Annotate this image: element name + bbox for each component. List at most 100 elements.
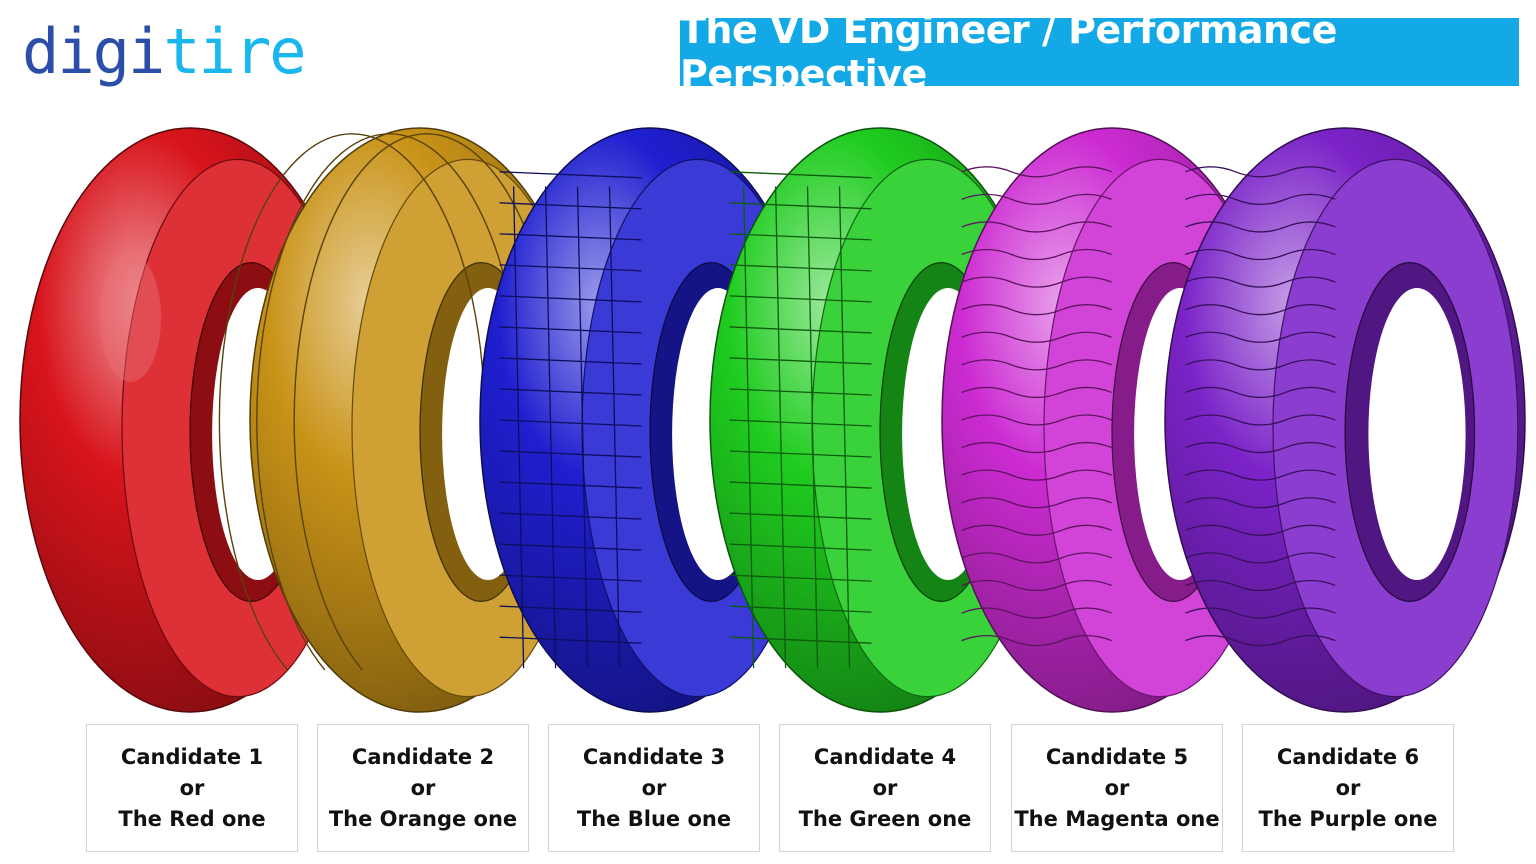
tread-sipe bbox=[729, 481, 872, 489]
logo-text-digi: digi bbox=[22, 15, 165, 88]
tread-wave bbox=[961, 331, 1112, 343]
candidate-card-2: Candidate 2 or The Orange one bbox=[317, 724, 529, 852]
candidate-card-1: Candidate 1 or The Red one bbox=[86, 724, 298, 852]
tread-wave bbox=[961, 552, 1112, 564]
tread-wave bbox=[961, 248, 1112, 261]
tread-sipe bbox=[499, 357, 642, 365]
tread-wave bbox=[961, 221, 1112, 233]
tread-sipe bbox=[499, 295, 642, 303]
candidate-labels: Candidate 1 or The Red one Candidate 2 o… bbox=[0, 724, 1536, 856]
tread-wave bbox=[961, 193, 1112, 206]
tread-sipe bbox=[729, 171, 872, 179]
tread-wave bbox=[1185, 634, 1336, 647]
candidate-4-name: The Green one bbox=[798, 806, 972, 831]
tread-sipe bbox=[729, 388, 872, 396]
tread-sipe bbox=[499, 388, 642, 396]
tread-sipe bbox=[729, 295, 872, 303]
candidate-2-title: Candidate 2 bbox=[351, 744, 495, 769]
tread-wave bbox=[1185, 441, 1336, 454]
candidate-5-name: The Magenta one bbox=[1014, 806, 1220, 831]
tread-wave bbox=[961, 524, 1112, 536]
tread-groove bbox=[256, 133, 523, 707]
tread-rib bbox=[544, 186, 557, 669]
tire-6 bbox=[1164, 127, 1526, 713]
tread-wave bbox=[961, 276, 1112, 288]
tread-sipe bbox=[729, 264, 872, 272]
tread-wave bbox=[961, 304, 1112, 316]
candidate-1-name: The Red one bbox=[118, 806, 266, 831]
tread-sipe bbox=[499, 171, 642, 179]
tread-rib bbox=[576, 186, 589, 669]
tread-sipe bbox=[499, 419, 642, 427]
tread-wave bbox=[961, 497, 1112, 509]
tread-rib bbox=[608, 186, 621, 669]
tread-wave bbox=[1185, 552, 1336, 564]
candidate-3-title: Candidate 3 bbox=[582, 744, 726, 769]
tire-opening bbox=[1368, 288, 1466, 580]
tire-highlight bbox=[99, 253, 162, 383]
tread-sipe bbox=[729, 450, 872, 458]
tread-rib bbox=[774, 186, 787, 669]
tread-sipe bbox=[729, 419, 872, 427]
tread-sipe bbox=[729, 512, 872, 520]
tread-wave bbox=[1185, 166, 1336, 178]
tread-wave bbox=[961, 634, 1112, 647]
tread-wave bbox=[1185, 524, 1336, 536]
candidate-1-title: Candidate 1 bbox=[120, 744, 264, 769]
tread-wave bbox=[1185, 276, 1336, 288]
tread-wave bbox=[961, 441, 1112, 454]
logo-text-tire: tire bbox=[163, 15, 306, 88]
candidate-card-3: Candidate 3 or The Blue one bbox=[548, 724, 760, 852]
tread-wave bbox=[1185, 304, 1336, 316]
candidate-5-or: or bbox=[1104, 775, 1130, 800]
tread-sipe bbox=[499, 326, 642, 334]
tread-wave bbox=[961, 166, 1112, 178]
tread-wave bbox=[961, 469, 1112, 481]
tire-illustration bbox=[19, 127, 1526, 713]
candidate-6-title: Candidate 6 bbox=[1276, 744, 1420, 769]
tread-sipe bbox=[499, 512, 642, 520]
tread-groove bbox=[218, 133, 486, 707]
candidate-2-or: or bbox=[410, 775, 436, 800]
tread-wave bbox=[961, 579, 1112, 592]
tread-wave bbox=[1185, 359, 1336, 371]
candidate-4-or: or bbox=[872, 775, 898, 800]
candidate-6-name: The Purple one bbox=[1258, 806, 1438, 831]
candidate-6-or: or bbox=[1335, 775, 1361, 800]
tread-sipe bbox=[729, 357, 872, 365]
tread-wave bbox=[1185, 386, 1336, 399]
tread-sipe bbox=[499, 450, 642, 458]
tread-wave bbox=[1185, 469, 1336, 481]
page-title: The VD Engineer / Performance Perspectiv… bbox=[680, 8, 1519, 96]
candidate-card-4: Candidate 4 or The Green one bbox=[779, 724, 991, 852]
candidate-4-title: Candidate 4 bbox=[813, 744, 957, 769]
candidate-5-title: Candidate 5 bbox=[1045, 744, 1189, 769]
digitire-logo: digitire bbox=[22, 15, 307, 88]
tread-wave bbox=[1185, 607, 1336, 619]
tread-wave bbox=[961, 386, 1112, 399]
tread-wave bbox=[961, 607, 1112, 619]
candidate-card-5: Candidate 5 or The Magenta one bbox=[1011, 724, 1223, 852]
tread-sipe bbox=[499, 233, 642, 241]
tread-wave bbox=[1185, 497, 1336, 509]
tread-wave bbox=[1185, 331, 1336, 343]
tread-wave bbox=[1185, 414, 1336, 426]
tread-wave bbox=[961, 359, 1112, 371]
tread-sipe bbox=[499, 202, 642, 210]
tread-rib bbox=[838, 186, 851, 669]
tread-wave bbox=[961, 414, 1112, 426]
candidate-1-or: or bbox=[179, 775, 205, 800]
tread-rib bbox=[806, 186, 819, 669]
tread-sipe bbox=[729, 326, 872, 334]
candidate-card-6: Candidate 6 or The Purple one bbox=[1242, 724, 1454, 852]
tread-wave bbox=[1185, 193, 1336, 206]
tread-wave bbox=[1185, 579, 1336, 592]
tread-sipe bbox=[499, 264, 642, 272]
candidate-3-or: or bbox=[641, 775, 667, 800]
tread-sipe bbox=[499, 481, 642, 489]
tread-groove bbox=[293, 133, 561, 707]
tread-sipe bbox=[729, 202, 872, 210]
tread-sipe bbox=[499, 543, 642, 551]
tread-wave bbox=[1185, 248, 1336, 261]
tread-rib bbox=[742, 186, 755, 669]
